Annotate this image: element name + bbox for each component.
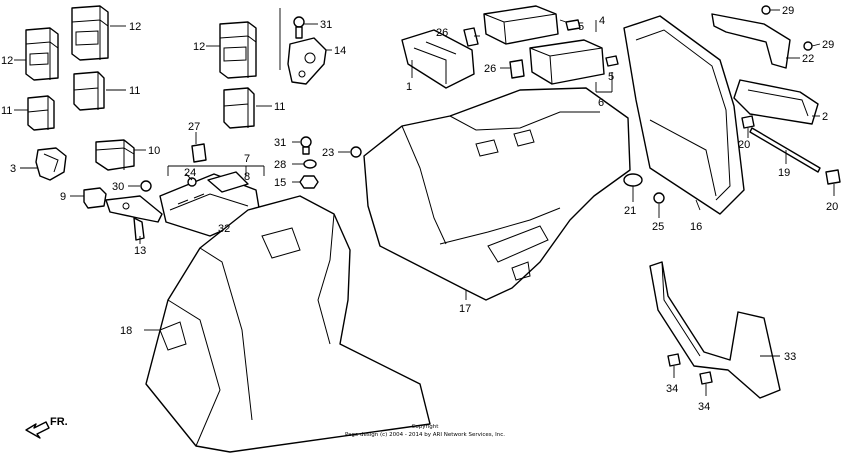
- callout-28: 28: [274, 159, 286, 171]
- clip-20-lower[interactable]: [825, 169, 841, 185]
- callout-21: 21: [624, 205, 636, 217]
- callout-12c: 12: [193, 41, 205, 53]
- callout-10: 10: [148, 145, 160, 157]
- stay-33[interactable]: [649, 261, 781, 399]
- group-bracket-7: [167, 165, 265, 176]
- callout-30: 30: [112, 181, 124, 193]
- bracket-14[interactable]: [287, 37, 327, 85]
- callout-20a: 20: [738, 139, 750, 151]
- fr-label: FR.: [50, 416, 68, 428]
- screw-25[interactable]: [653, 192, 665, 204]
- callout-20b: 20: [826, 201, 838, 213]
- callout-26a: 26: [436, 27, 448, 39]
- callout-4: 4: [599, 15, 605, 27]
- callout-17: 17: [459, 303, 471, 315]
- callout-1: 1: [406, 81, 412, 93]
- relay-10[interactable]: [95, 139, 135, 171]
- relay-12-top-center[interactable]: [71, 5, 109, 61]
- copyright-line-2: Page design (c) 2004 - 2014 by ARI Netwo…: [345, 432, 505, 438]
- callout-23: 23: [322, 147, 334, 159]
- clip-34-right[interactable]: [699, 371, 713, 385]
- callout-3: 3: [10, 163, 16, 175]
- callout-8: 8: [244, 171, 250, 183]
- callout-13: 13: [134, 245, 146, 257]
- callout-16: 16: [690, 221, 702, 233]
- callout-11b: 11: [129, 85, 140, 97]
- bolt-27[interactable]: [191, 143, 207, 163]
- bolt-31-top[interactable]: [293, 16, 305, 39]
- callout-34b: 34: [698, 401, 710, 413]
- callout-12a: 12: [1, 55, 13, 67]
- callout-11a: 11: [1, 105, 12, 117]
- callout-31a: 31: [320, 19, 332, 31]
- callout-29a: 29: [782, 5, 794, 17]
- grommet-26-right[interactable]: [509, 59, 525, 79]
- lens-2[interactable]: [733, 79, 819, 125]
- callout-25: 25: [652, 221, 664, 233]
- leader-lines: [14, 9, 835, 396]
- callout-29b: 29: [822, 39, 834, 51]
- grommet-26-left[interactable]: [463, 27, 479, 47]
- callout-labels: 12 12 12 11 11 11 31 14 3 10 9 30 13 27 …: [1, 5, 838, 413]
- callout-14: 14: [334, 45, 346, 57]
- screw-29-right[interactable]: [803, 41, 813, 51]
- bracket-22[interactable]: [711, 13, 791, 69]
- callout-18: 18: [120, 325, 132, 337]
- callout-34a: 34: [666, 383, 678, 395]
- washer-28[interactable]: [303, 159, 317, 169]
- clip-3[interactable]: [35, 147, 67, 181]
- bolt-23[interactable]: [350, 146, 362, 158]
- bolt-30[interactable]: [140, 180, 152, 192]
- callout-6: 6: [598, 97, 604, 109]
- screw-24[interactable]: [187, 177, 197, 187]
- copyright-line-1: Copyright: [412, 424, 440, 430]
- callout-5a: 5: [578, 21, 584, 33]
- cap-21[interactable]: [623, 173, 643, 187]
- clip-20-upper[interactable]: [741, 115, 755, 129]
- callout-12b: 12: [129, 21, 141, 33]
- relay-11-right[interactable]: [223, 87, 255, 129]
- callout-5b: 5: [608, 71, 614, 83]
- nut-15[interactable]: [299, 175, 319, 189]
- callout-33: 33: [784, 351, 796, 363]
- bracket-13[interactable]: [105, 195, 163, 241]
- screw-29-top[interactable]: [761, 5, 771, 15]
- copyright-notice: Copyright Page design (c) 2004 - 2014 by…: [345, 424, 505, 438]
- relay-12-top-left[interactable]: [25, 27, 59, 81]
- callout-11c: 11: [274, 101, 285, 113]
- grommet-5-bottom[interactable]: [605, 55, 619, 67]
- inner-fender-18[interactable]: [145, 195, 431, 453]
- callout-9: 9: [60, 191, 66, 203]
- relay-11-left[interactable]: [27, 95, 55, 131]
- callout-32: 32: [218, 223, 230, 235]
- callout-2: 2: [822, 111, 828, 123]
- callout-19: 19: [778, 167, 790, 179]
- side-panel-16[interactable]: [623, 15, 745, 215]
- rod-19[interactable]: [749, 127, 821, 173]
- callout-26b: 26: [484, 63, 496, 75]
- control-unit-6[interactable]: [529, 39, 605, 85]
- bolt-31-mid[interactable]: [300, 136, 312, 155]
- relay-11-center[interactable]: [73, 71, 105, 111]
- callout-24: 24: [184, 167, 196, 179]
- callout-15: 15: [274, 177, 286, 189]
- rear-fender-17[interactable]: [363, 87, 631, 301]
- clip-34-left[interactable]: [667, 353, 681, 367]
- front-direction-arrow: FR.: [25, 416, 68, 439]
- relay-12-center[interactable]: [219, 21, 257, 79]
- connector-1[interactable]: [401, 29, 475, 89]
- control-unit-4[interactable]: [483, 5, 559, 45]
- callout-31b: 31: [274, 137, 286, 149]
- callout-22: 22: [802, 53, 814, 65]
- grommet-5-top[interactable]: [565, 19, 581, 31]
- rubber-mount-9[interactable]: [83, 187, 107, 209]
- callout-7: 7: [244, 153, 250, 165]
- group-bracket-4-6: [595, 20, 613, 93]
- callout-27: 27: [188, 121, 200, 133]
